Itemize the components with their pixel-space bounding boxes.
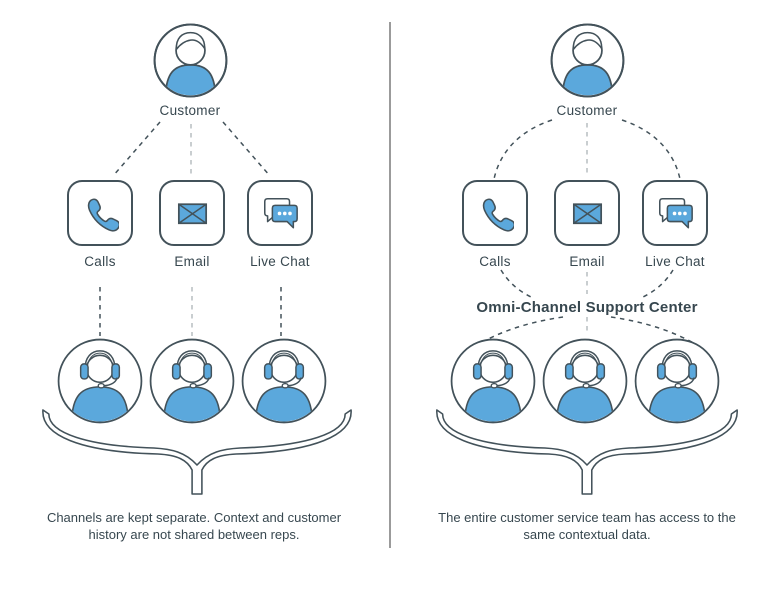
- right-customer-node: Customer: [542, 22, 632, 118]
- phone-icon: [477, 195, 514, 232]
- left-channel-live-chat: Live Chat: [235, 180, 325, 269]
- left-channel-email: Email: [147, 180, 237, 269]
- channel-card: [247, 180, 313, 246]
- customer-label: Customer: [159, 103, 221, 118]
- left-channel-calls: Calls: [55, 180, 145, 269]
- chat-bubbles-icon: [259, 193, 301, 233]
- panel-divider: [389, 22, 391, 548]
- caption-line: same contextual data.: [523, 527, 651, 542]
- customer-label: Customer: [556, 103, 618, 118]
- left-caption: Channels are kept separate. Context and …: [18, 509, 370, 543]
- channel-label: Email: [569, 254, 605, 269]
- channel-label: Calls: [84, 254, 116, 269]
- curly-brace-icon: [40, 407, 354, 499]
- omni-channel-support-center-label: Omni-Channel Support Center: [476, 299, 698, 316]
- channel-card: [159, 180, 225, 246]
- caption-line: The entire customer service team has acc…: [438, 510, 736, 525]
- channel-label: Calls: [479, 254, 511, 269]
- right-channel-email: Email: [542, 180, 632, 269]
- envelope-icon: [173, 194, 212, 233]
- left-customer-node: Customer: [145, 22, 235, 118]
- customer-avatar-icon: [152, 22, 229, 99]
- caption-line: history are not shared between reps.: [88, 527, 300, 542]
- chat-bubbles-icon: [654, 193, 696, 233]
- customer-avatar-icon: [549, 22, 626, 99]
- channel-label: Live Chat: [645, 254, 705, 269]
- channel-label: Live Chat: [250, 254, 310, 269]
- phone-icon: [82, 195, 119, 232]
- channel-card: [67, 180, 133, 246]
- channel-label: Email: [174, 254, 210, 269]
- right-channel-calls: Calls: [450, 180, 540, 269]
- channel-card: [642, 180, 708, 246]
- channel-card: [462, 180, 528, 246]
- right-channel-live-chat: Live Chat: [630, 180, 720, 269]
- right-caption: The entire customer service team has acc…: [411, 509, 763, 543]
- channel-card: [554, 180, 620, 246]
- caption-line: Channels are kept separate. Context and …: [46, 510, 342, 525]
- envelope-icon: [568, 194, 607, 233]
- curly-brace-icon: [434, 407, 740, 499]
